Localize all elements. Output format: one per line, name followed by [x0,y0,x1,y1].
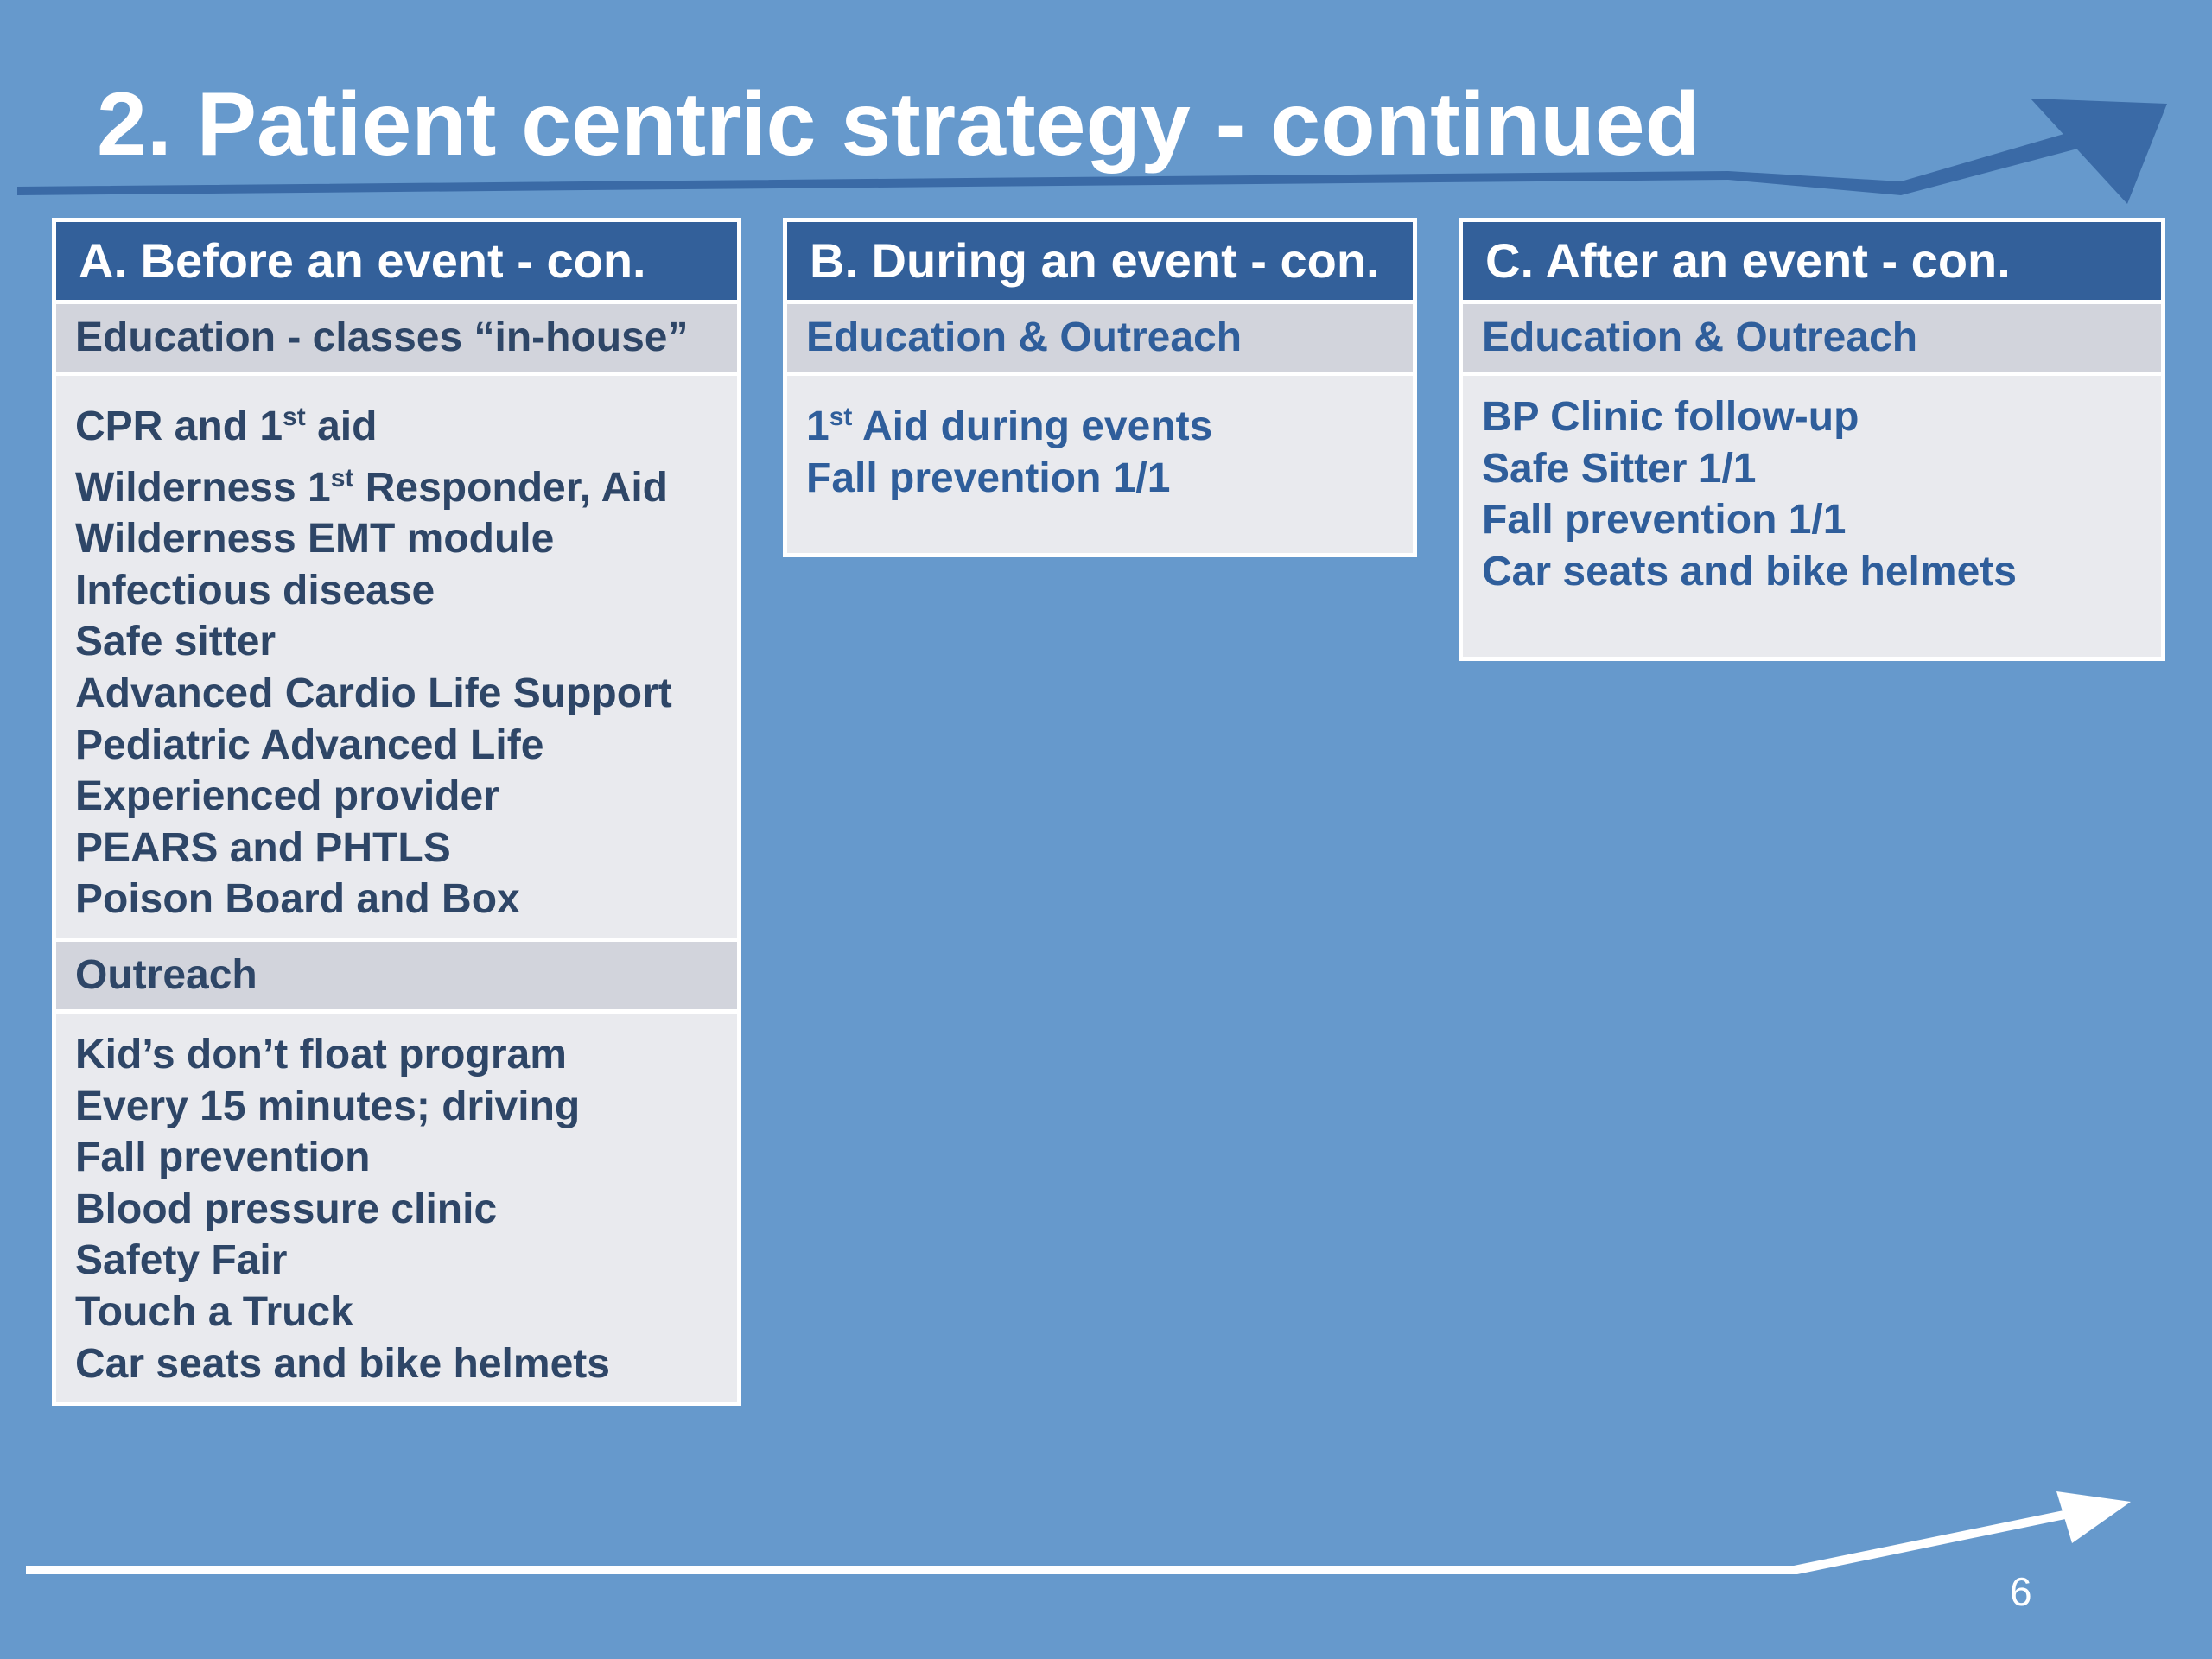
slide-title: 2. Patient centric strategy - continued [97,74,1700,175]
page-number: 6 [2010,1569,2032,1614]
bottom-arrow-head [2056,1491,2131,1543]
list-item: Safe Sitter 1/1 [1482,445,1757,492]
list-item: Car seats and bike helmets [1482,548,2017,594]
section-list-outreach: Kid’s don’t float program Every 15 minut… [56,1013,737,1402]
list-item: Pediatric Advanced Life [75,721,544,768]
list-item: Wilderness EMT module [75,516,555,563]
list-item: Poison Board and Box [75,876,520,923]
column-header: B. During an event - con. [787,222,1413,300]
section-list-education-outreach: BP Clinic follow-up Safe Sitter 1/1 Fall… [1463,376,2161,657]
bottom-arrow-band [26,1509,2074,1574]
list-item: Every 15 minutes; driving [75,1083,581,1129]
list-item: Fall prevention [75,1135,371,1181]
column-header: A. Before an event - con. [56,222,737,300]
top-arrow-head [2031,99,2167,204]
section-title-education-outreach: Education & Outreach [787,304,1413,372]
list-item: CPR and 1st aid [75,403,378,449]
list-item: Infectious disease [75,567,435,613]
list-item: Wilderness 1st Responder, Aid [75,463,668,511]
list-item: Blood pressure clinic [75,1185,498,1232]
list-item: Kid’s don’t float program [75,1031,567,1077]
section-title-education-outreach: Education & Outreach [1463,304,2161,372]
top-arrow-band [17,121,2117,195]
list-item: Safety Fair [75,1237,288,1284]
list-item: 1st Aid during events [806,403,1213,449]
list-item: Experienced provider [75,773,499,820]
list-item: Safe sitter [75,619,276,665]
column-before-event: A. Before an event - con. Education - cl… [52,218,741,1407]
list-item: Touch a Truck [75,1288,353,1335]
column-during-event: B. During an event - con. Education & Ou… [783,218,1417,557]
section-title-education-in-house: Education - classes “in-house” [56,304,737,372]
section-title-outreach: Outreach [56,941,737,1009]
list-item: Advanced Cardio Life Support [75,670,672,716]
column-header: C. After an event - con. [1463,222,2161,300]
section-list-education-outreach: 1st Aid during events Fall prevention 1/… [787,376,1413,553]
section-list-education-in-house: CPR and 1st aid Wilderness 1st Responder… [56,376,737,938]
list-item: Fall prevention 1/1 [1482,497,1847,543]
list-item: Fall prevention 1/1 [806,454,1171,501]
list-item: BP Clinic follow-up [1482,394,1859,440]
list-item: PEARS and PHTLS [75,824,451,871]
list-item: Car seats and bike helmets [75,1340,610,1387]
column-after-event: C. After an event - con. Education & Out… [1459,218,2165,661]
